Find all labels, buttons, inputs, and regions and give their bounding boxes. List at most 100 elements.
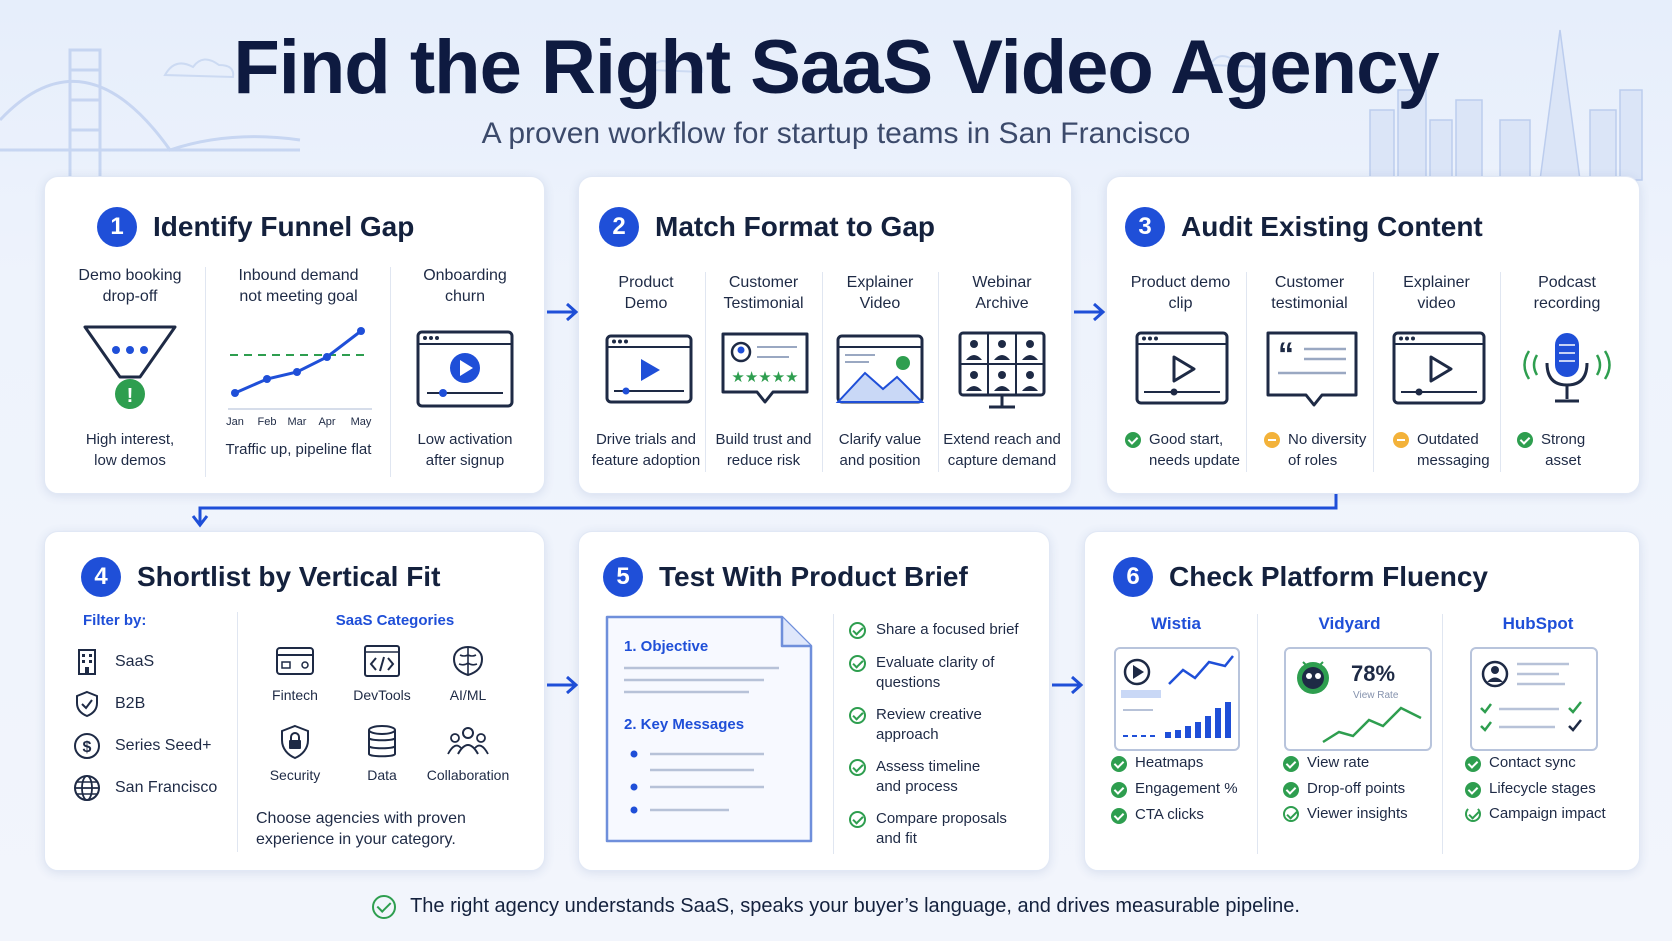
audit-podcast-recording: Podcast recording xyxy=(1533,274,1601,312)
step-1-col-1: Demo booking drop-off xyxy=(78,267,182,305)
format-explainer-video-purpose: Clarify value and position xyxy=(838,431,922,469)
view-rate-dashboard-icon: 78% View Rate xyxy=(1284,647,1432,751)
footer-takeaway: The right agency understands SaaS, speak… xyxy=(0,893,1672,919)
check-icon xyxy=(1465,756,1481,772)
categories-label: SaaS Categories xyxy=(335,612,455,629)
step-title: Test With Product Brief xyxy=(659,561,968,592)
category-security: Security xyxy=(250,724,340,783)
globe-icon xyxy=(74,775,100,801)
check-circle-icon xyxy=(1283,805,1299,822)
footer-text: The right agency understands SaaS, speak… xyxy=(410,894,1300,917)
check-icon xyxy=(1283,782,1299,798)
step-number: 6 xyxy=(1113,557,1153,597)
page-title: Find the Right SaaS Video Agency xyxy=(233,25,1439,110)
microphone-icon xyxy=(1523,333,1611,403)
view-rate-value: 78% xyxy=(1351,661,1395,686)
axis-label: Mar xyxy=(288,416,307,428)
arrow-right-icon xyxy=(547,302,579,322)
warning-status-icon xyxy=(1393,432,1409,448)
step-1-col-3: Onboarding churn xyxy=(423,267,507,305)
svg-text:“: “ xyxy=(1278,336,1294,372)
platform-wistia: Wistia xyxy=(1151,614,1201,633)
category-devtools: DevTools xyxy=(337,644,427,703)
database-icon xyxy=(368,725,396,758)
step-4-header: 4 Shortlist by Vertical Fit xyxy=(81,557,440,597)
platform-feature: Contact sync xyxy=(1465,753,1576,772)
play-window-icon xyxy=(605,334,693,404)
step-title: Check Platform Fluency xyxy=(1169,561,1488,592)
doc-section-objective: 1. Objective xyxy=(624,638,708,655)
doc-section-key-messages: 2. Key Messages xyxy=(624,716,744,733)
code-icon xyxy=(364,645,400,677)
platform-feature: CTA clicks xyxy=(1111,805,1204,824)
category-collaboration: Collaboration xyxy=(423,724,513,783)
format-product-demo: Product Demo xyxy=(618,274,674,312)
audit-product-demo-clip: Product demo clip xyxy=(1130,274,1231,312)
check-icon xyxy=(1465,782,1481,798)
check-circle-icon xyxy=(849,759,866,776)
webinar-grid-icon xyxy=(958,331,1046,409)
arrow-right-icon xyxy=(1074,302,1106,322)
video-player-icon xyxy=(416,330,514,408)
audit-status: Good start,needs update xyxy=(1125,429,1240,471)
step-1-col-2: Inbound demand not meeting goal xyxy=(238,267,359,305)
line-chart-icon: Jan Feb Mar Apr May xyxy=(226,327,372,428)
filter-san-francisco: San Francisco xyxy=(73,774,217,802)
partial-check-icon xyxy=(1465,805,1481,822)
step-1-header: 1 Identify Funnel Gap xyxy=(97,207,414,247)
format-webinar-archive-purpose: Extend reach and capture demand xyxy=(943,431,1061,469)
connector-arrow-icon xyxy=(191,494,1338,528)
platform-feature: Campaign impact xyxy=(1465,805,1606,822)
step-title: Audit Existing Content xyxy=(1181,211,1483,242)
platform-feature: Drop-off points xyxy=(1283,779,1405,798)
step-1-card: 1 Identify Funnel Gap Demo booking drop-… xyxy=(44,176,545,494)
view-rate-label: View Rate xyxy=(1353,690,1399,701)
audit-customer-testimonial: Customer testimonial xyxy=(1271,274,1348,312)
category-ai-ml: AI/ML xyxy=(423,644,513,703)
platform-feature: Lifecycle stages xyxy=(1465,779,1596,798)
step-title: Shortlist by Vertical Fit xyxy=(137,561,441,592)
step-3-card: 3 Audit Existing Content Product demo cl… xyxy=(1106,176,1640,494)
format-webinar-archive: Webinar Archive xyxy=(972,274,1032,312)
platform-feature: Heatmaps xyxy=(1111,753,1203,772)
play-window-icon xyxy=(1392,331,1486,405)
step-6-card: 6 Check Platform Fluency Wistia Heatmaps… xyxy=(1084,531,1640,871)
check-icon xyxy=(1111,808,1127,824)
platform-feature: View rate xyxy=(1283,753,1369,772)
step-2-header: 2 Match Format to Gap xyxy=(599,207,935,247)
step-6-header: 6 Check Platform Fluency xyxy=(1113,557,1488,597)
quote-icon: “ xyxy=(1266,331,1358,407)
check-icon xyxy=(1283,756,1299,772)
check-circle-icon xyxy=(849,622,866,639)
warning-status-icon xyxy=(1264,432,1280,448)
step-number: 3 xyxy=(1125,207,1165,247)
good-status-icon xyxy=(1125,432,1141,448)
people-icon xyxy=(447,727,489,755)
step-5-header: 5 Test With Product Brief xyxy=(603,557,968,597)
filter-b2b: B2B xyxy=(73,690,145,718)
svg-text:$: $ xyxy=(83,739,92,756)
brain-icon xyxy=(452,645,484,677)
check-circle-icon xyxy=(849,811,866,828)
axis-label: Apr xyxy=(318,416,335,428)
step-number: 2 xyxy=(599,207,639,247)
landscape-icon xyxy=(835,334,925,404)
step-title: Identify Funnel Gap xyxy=(153,211,415,242)
format-product-demo-purpose: Drive trials and feature adoption xyxy=(591,431,701,469)
funnel-icon: ! xyxy=(83,325,177,409)
platform-feature: Viewer insights xyxy=(1283,805,1408,822)
step-number: 5 xyxy=(603,557,643,597)
brief-check-item: Share a focused brief xyxy=(849,620,1019,640)
svg-text:!: ! xyxy=(127,385,134,407)
contact-list-icon xyxy=(1470,647,1598,751)
check-icon xyxy=(1111,756,1127,772)
building-icon xyxy=(78,649,96,675)
format-explainer-video: Explainer Video xyxy=(846,274,914,312)
brief-document-icon: 1. Objective 2. Key Messages xyxy=(605,615,813,843)
step-5-card: 5 Test With Product Brief 1. Objective 2… xyxy=(578,531,1050,871)
heatmap-dashboard-icon xyxy=(1114,647,1240,751)
category-fintech: Fintech xyxy=(250,644,340,703)
